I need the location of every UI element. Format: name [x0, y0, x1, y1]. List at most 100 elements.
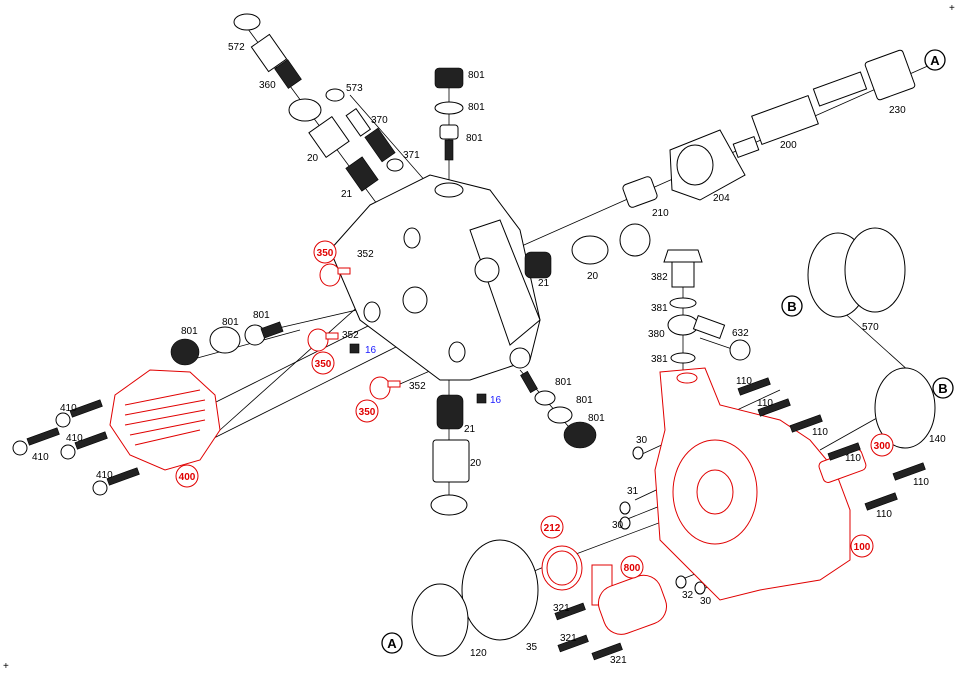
flange-100 [654, 367, 851, 601]
part-label: 352 [409, 381, 426, 392]
part-label: 801 [468, 70, 485, 81]
sleeve-570 [807, 227, 906, 318]
part-label: 120 [470, 648, 487, 659]
part-label: 410 [96, 470, 113, 481]
corner-mark: + [3, 661, 9, 672]
part-label: 20 [587, 271, 599, 282]
note-label: 16 [365, 345, 377, 356]
highlight-text: 800 [624, 563, 641, 574]
part-label: 410 [32, 452, 49, 463]
ref-letter: B [938, 381, 947, 396]
part-16 [476, 393, 487, 404]
part-label: 801 [222, 317, 239, 328]
plugs-801 [170, 321, 597, 449]
corner-mark: + [949, 3, 955, 14]
part-label: 410 [66, 433, 83, 444]
part-label: 352 [342, 330, 359, 341]
part-label: 801 [181, 326, 198, 337]
part-label: 801 [576, 395, 593, 406]
part-label: 110 [736, 376, 752, 387]
part-label: 21 [538, 278, 550, 289]
part-label: 801 [555, 377, 572, 388]
part-label: 410 [60, 403, 77, 414]
part-label: 110 [757, 398, 773, 409]
part-label: 801 [468, 102, 485, 113]
reference-markers: A B B A [381, 49, 954, 654]
highlight-300: 300 [870, 433, 894, 457]
bolts-321 [554, 602, 623, 661]
drive-shaft-assembly [622, 49, 916, 208]
highlight-100: 100 [850, 534, 874, 558]
ref-marker-a: A [924, 49, 946, 71]
highlight-800: 800 [620, 555, 644, 579]
ref-letter: A [387, 636, 397, 651]
pump-housing [329, 174, 541, 381]
part-label: 573 [346, 83, 363, 94]
highlight-text: 100 [854, 542, 871, 553]
bolts-410 [12, 399, 140, 496]
part-label: 200 [780, 140, 797, 151]
part-16 [349, 343, 360, 354]
part-label: 30 [636, 435, 648, 446]
part-label: 572 [228, 42, 245, 53]
part-label: 32 [682, 590, 694, 601]
ref-letter: A [930, 53, 940, 68]
plug-stack-top [434, 67, 464, 161]
ref-letter: B [787, 299, 796, 314]
part-label: 110 [845, 453, 861, 464]
highlight-400: 400 [175, 464, 199, 488]
metering-unit-800 [591, 564, 667, 635]
part-label: 20 [307, 153, 319, 164]
part-label: 371 [403, 150, 420, 161]
part-label: 20 [470, 458, 482, 469]
highlight-text: 400 [179, 472, 196, 483]
part-label: 370 [371, 115, 388, 126]
part-label: 230 [889, 105, 906, 116]
screw-plugs-350 [307, 263, 401, 400]
spring-tappet-lower [430, 394, 470, 516]
highlight-350: 350 [355, 399, 379, 423]
part-label: 360 [259, 80, 276, 91]
part-label: 21 [341, 189, 353, 200]
part-label: 321 [553, 603, 570, 614]
ref-marker-b: B [932, 377, 954, 399]
part-label: 321 [610, 655, 627, 666]
part-label: 21 [464, 424, 476, 435]
part-label: 110 [876, 509, 892, 520]
part-number-labels: 572 360 573 370 20 371 21 801 801 801 35… [32, 42, 946, 666]
highlight-350: 350 [311, 351, 335, 375]
pressure-fitting-assembly [233, 13, 404, 192]
part-label: 801 [466, 133, 483, 144]
highlight-text: 212 [544, 523, 561, 534]
part-label: 110 [913, 477, 929, 488]
banjo-fitting [663, 249, 751, 364]
part-label: 110 [812, 427, 828, 438]
bolts-110 [737, 377, 926, 511]
part-label: 632 [732, 328, 749, 339]
cover-400 [109, 369, 221, 471]
part-label: 321 [560, 633, 577, 644]
ref-marker-a: A [381, 632, 403, 654]
part-label: 31 [627, 486, 639, 497]
part-label: 352 [357, 249, 374, 260]
part-label: 35 [526, 642, 538, 653]
seal-rings [209, 326, 936, 657]
part-label: 140 [929, 434, 946, 445]
part-label: 210 [652, 208, 669, 219]
ref-marker-b: B [781, 295, 803, 317]
highlight-text: 350 [359, 407, 376, 418]
part-label: 382 [651, 272, 668, 283]
highlight-text: 350 [317, 248, 334, 259]
part-label: 381 [651, 354, 668, 365]
highlight-text: 350 [315, 359, 332, 370]
highlighted-part-labels: 350 350 350 400 212 800 300 100 [175, 240, 894, 579]
highlight-212: 212 [540, 515, 564, 539]
highlight-350: 350 [313, 240, 337, 264]
note-label: 16 [490, 395, 502, 406]
part-label: 570 [862, 322, 879, 333]
highlight-text: 300 [874, 441, 891, 452]
part-label: 381 [651, 303, 668, 314]
part-label: 204 [713, 193, 730, 204]
part-label: 380 [648, 329, 665, 340]
